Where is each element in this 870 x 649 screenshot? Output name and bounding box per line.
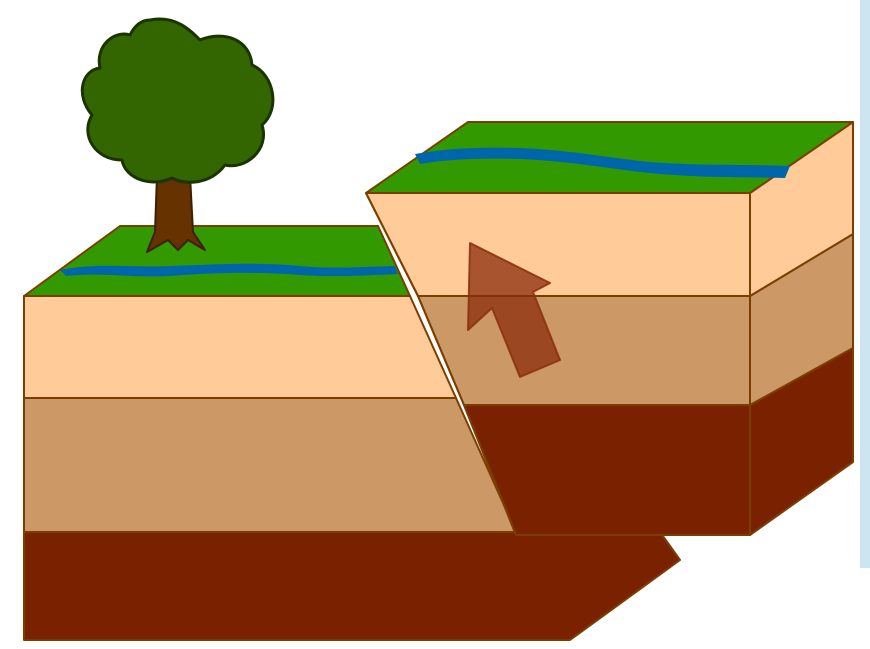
footwall-top-layer [24,296,456,398]
tree-foliage [82,19,273,182]
tree-trunk [147,175,205,252]
hanging-wall-top-layer [366,193,750,296]
footwall-bottom-layer [24,532,680,640]
footwall-grass-surface [24,226,410,296]
side-panel-strip [860,0,870,568]
tree-icon [82,19,273,252]
footwall-middle-layer [24,398,516,532]
